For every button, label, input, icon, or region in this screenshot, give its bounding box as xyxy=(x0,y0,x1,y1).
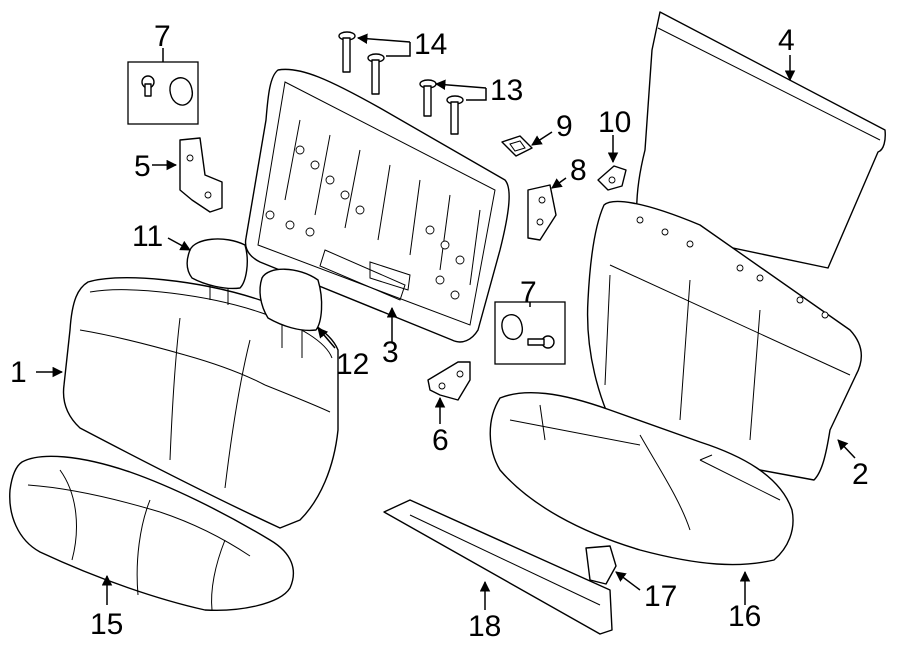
callout-8: 8 xyxy=(570,154,587,187)
bolts-13 xyxy=(419,79,464,135)
callout-5: 5 xyxy=(134,150,151,183)
hinge-bracket-left xyxy=(179,137,223,213)
callout-7-right: 7 xyxy=(520,276,537,309)
callout-1: 1 xyxy=(10,356,27,389)
seat-back-latch xyxy=(527,184,557,241)
inset-box-7-right xyxy=(494,301,566,365)
callout-9: 9 xyxy=(556,110,573,143)
rear-seat-back-cushion-left xyxy=(62,276,339,529)
callout-7-left: 7 xyxy=(154,20,171,53)
rear-seat-back-cushion-right xyxy=(586,200,863,481)
callout-labels: 1 2 3 4 5 6 7 7 8 9 10 11 12 13 14 15 16… xyxy=(10,20,869,643)
callout-17: 17 xyxy=(644,580,677,613)
seat-back-frame xyxy=(244,68,510,343)
cushion-support xyxy=(383,499,613,635)
cushion-clip xyxy=(585,545,617,585)
hinge-bracket-right xyxy=(427,361,471,401)
callout-16: 16 xyxy=(728,600,761,633)
bolts-14 xyxy=(338,31,385,95)
callout-13: 13 xyxy=(490,74,523,107)
callout-14: 14 xyxy=(414,28,447,61)
headrest-right xyxy=(259,268,323,358)
rear-seat-cushion-left xyxy=(9,455,295,612)
headrest-left xyxy=(186,238,248,305)
latch-bezel xyxy=(501,135,533,157)
callout-6: 6 xyxy=(432,424,449,457)
callout-12: 12 xyxy=(336,348,369,381)
rear-seat-cushion-right xyxy=(489,391,794,566)
leader-lines xyxy=(36,33,856,610)
callout-2: 2 xyxy=(852,458,869,491)
callout-11: 11 xyxy=(132,220,163,253)
callout-18: 18 xyxy=(468,610,501,643)
inset-box-7-left xyxy=(127,61,199,125)
callout-10: 10 xyxy=(598,106,631,139)
callout-4: 4 xyxy=(778,24,795,57)
callout-3: 3 xyxy=(382,336,399,369)
striker xyxy=(597,165,627,191)
callout-15: 15 xyxy=(90,608,123,641)
